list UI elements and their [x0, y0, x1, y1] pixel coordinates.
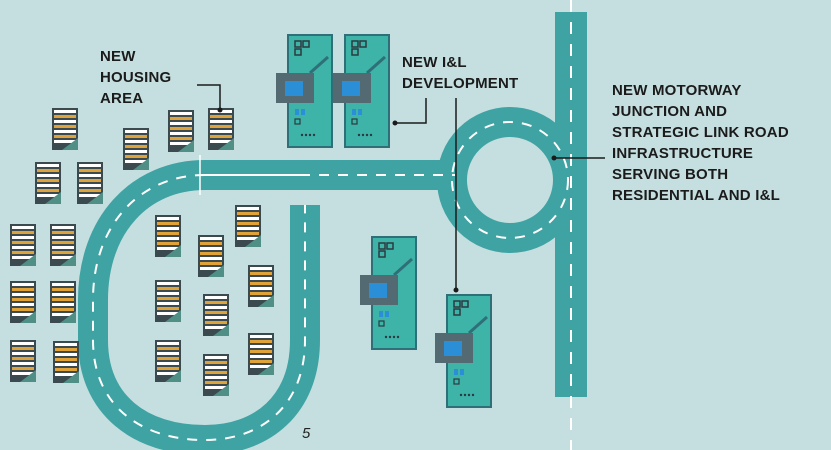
- housing-leader-line: [197, 84, 221, 110]
- housing-block: [10, 224, 36, 266]
- warehouse-unit: [274, 33, 334, 149]
- warehouse-unit: [331, 33, 391, 149]
- leader-lines: [197, 84, 605, 293]
- il-development-label: NEW I&L DEVELOPMENT: [402, 54, 519, 92]
- housing-block: [235, 205, 261, 247]
- housing-block: [77, 162, 103, 204]
- housing-blocks: [10, 108, 274, 396]
- housing-block: [203, 294, 229, 336]
- housing-block: [10, 281, 36, 323]
- warehouse-unit: [358, 235, 418, 351]
- housing-block: [155, 215, 181, 257]
- housing-block: [10, 340, 36, 382]
- housing-block: [50, 224, 76, 266]
- housing-block: [50, 281, 76, 323]
- road-network: [78, 0, 587, 450]
- housing-block: [35, 162, 61, 204]
- housing-block: [248, 265, 274, 307]
- housing-leader-dot: [217, 107, 223, 113]
- housing-block: [155, 340, 181, 382]
- housing-block: [52, 108, 78, 150]
- motorway-leader-dot: [551, 155, 557, 161]
- loop-road: [78, 160, 320, 450]
- roundabout-marking: [451, 121, 569, 239]
- housing-block: [168, 110, 194, 152]
- housing-block: [208, 108, 234, 150]
- il-leader-line-1: [395, 98, 427, 124]
- housing-block: [53, 341, 79, 383]
- warehouse-unit: [433, 293, 493, 409]
- loop-road-marking: [92, 174, 306, 442]
- il-leader-dot-1: [392, 120, 398, 126]
- housing-block: [203, 354, 229, 396]
- page-number: 5: [302, 425, 311, 442]
- housing-block: [198, 235, 224, 277]
- housing-block: [248, 333, 274, 375]
- housing-block: [123, 128, 149, 170]
- il-leader-dot-2: [453, 287, 459, 293]
- housing-area-label: NEW HOUSING AREA: [100, 48, 172, 107]
- housing-block: [155, 280, 181, 322]
- motorway-junction-label: NEW MOTORWAY JUNCTION AND STRATEGIC LINK…: [612, 82, 789, 204]
